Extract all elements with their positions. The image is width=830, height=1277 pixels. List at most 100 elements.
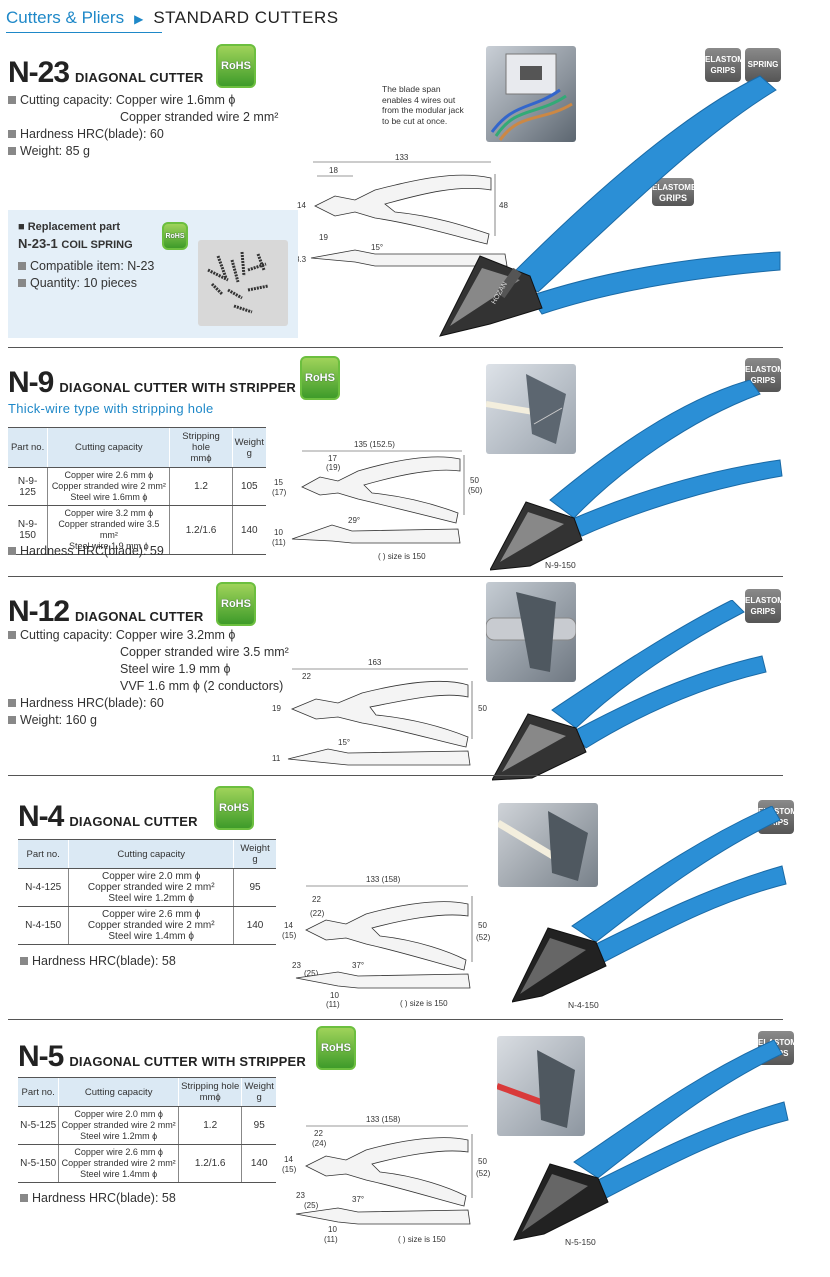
svg-text:(17): (17) [272,488,287,497]
svg-text:(25): (25) [304,1201,319,1210]
n23-dimension-drawing: 133 18 14 48 19 15° 8.3 [295,150,515,285]
dim-length: 133 [395,153,409,162]
plier-icon [511,805,787,1003]
dim-thickness: 8.3 [295,255,307,264]
page-title: STANDARD CUTTERS [153,8,339,27]
stripper-icon [485,374,566,444]
svg-text:( ) size is 150: ( ) size is 150 [398,1235,446,1244]
header-underline [6,32,162,33]
n12-plier-image [491,599,792,790]
svg-text:(15): (15) [282,931,297,940]
svg-text:(22): (22) [310,909,325,918]
svg-text:(15): (15) [282,1165,297,1174]
svg-text:163: 163 [368,658,382,667]
n12-detail-photo [485,582,577,682]
svg-text:11: 11 [272,754,281,763]
col-cutting-capacity: Cutting capacity [47,427,170,468]
svg-text:133 (158): 133 (158) [366,875,401,884]
plier-icon [513,1039,789,1241]
dim-head: 18 [329,166,338,175]
stripper-icon [495,1050,575,1128]
col-cutting-capacity: Cutting capacity [58,1077,179,1107]
n4-hardness: Hardness HRC(blade): 58 [20,953,176,970]
svg-text:37°: 37° [352,1195,364,1204]
svg-text:17: 17 [328,454,337,463]
rohs-icon: RoHS [216,582,256,626]
plier-icon [489,379,783,571]
svg-text:23: 23 [296,1191,305,1200]
n5-caption: N-5-150 [565,1237,596,1247]
spring-icon [207,251,269,314]
svg-text:22: 22 [312,895,321,904]
svg-text:10: 10 [330,991,339,1000]
n12-specs: Cutting capacity: Copper wire 3.2mm ϕ Co… [8,627,289,729]
plier-icon: HOZAN [439,75,781,337]
svg-text:50: 50 [470,476,479,485]
svg-text:50: 50 [478,704,487,713]
svg-text:10: 10 [328,1225,337,1234]
svg-text:(11): (11) [324,1235,338,1244]
svg-text:10: 10 [274,528,283,537]
rohs-icon: RoHS [162,222,188,250]
svg-text:14: 14 [284,921,293,930]
n23-specs: Cutting capacity: Copper wire 1.6mm ϕ Co… [8,92,278,160]
n4-dimension-drawing: 133 (158) 22(22) 14(15) 50(52) 23(25) 37… [282,870,492,1015]
col-cutting-capacity: Cutting capacity [68,839,234,869]
svg-text:29°: 29° [348,516,360,525]
n5-dimension-drawing: 133 (158) 22(24) 14(15) 50(52) 23(25) 37… [282,1110,492,1255]
rohs-icon: RoHS [216,44,256,88]
section-divider [8,576,783,577]
replacement-specs: Compatible item: N-23 Quantity: 10 piece… [18,258,154,292]
modular-jack-icon [490,53,573,141]
svg-text:135 (152.5): 135 (152.5) [354,440,395,449]
modular-jack-photo [486,46,576,142]
n5-hardness: Hardness HRC(blade): 58 [20,1190,176,1207]
rohs-icon: RoHS [300,356,340,400]
svg-text:15°: 15° [338,738,350,747]
category-link[interactable]: Cutters & Pliers [6,8,125,27]
n9-caption: N-9-150 [545,560,576,570]
svg-text:(24): (24) [312,1139,327,1148]
dim-angle: 15° [371,243,383,252]
svg-text:(11): (11) [272,538,286,547]
caret-right-icon: ▶ [134,12,144,26]
svg-text:( ) size is 150: ( ) size is 150 [400,999,448,1008]
wire-cut-icon [485,592,577,672]
svg-text:(11): (11) [326,1000,340,1009]
svg-text:37°: 37° [352,961,364,970]
wire-cut-icon [496,811,588,881]
replacement-heading: ■ Replacement part [18,221,121,233]
n9-detail-photo [485,364,576,454]
section-divider [8,347,783,348]
svg-text:22: 22 [314,1129,323,1138]
n9-tagline: Thick-wire type with stripping hole [8,401,214,416]
svg-text:15: 15 [274,478,283,487]
col-part-no: Part no. [8,427,48,468]
svg-text:(25): (25) [304,969,319,978]
rohs-icon: RoHS [316,1026,356,1070]
n12-dimension-drawing: 163 22 19 50 15° 11 [272,655,492,775]
svg-text:14: 14 [284,1155,293,1164]
replacement-title: N-23-1 COIL SPRING [18,236,133,251]
svg-text:(52): (52) [476,1169,491,1178]
spring-badge: SPRING [745,48,781,82]
section-divider [8,775,783,776]
section-divider [8,1019,783,1020]
n4-caption: N-4-150 [568,1000,599,1010]
n5-detail-photo [495,1036,585,1136]
